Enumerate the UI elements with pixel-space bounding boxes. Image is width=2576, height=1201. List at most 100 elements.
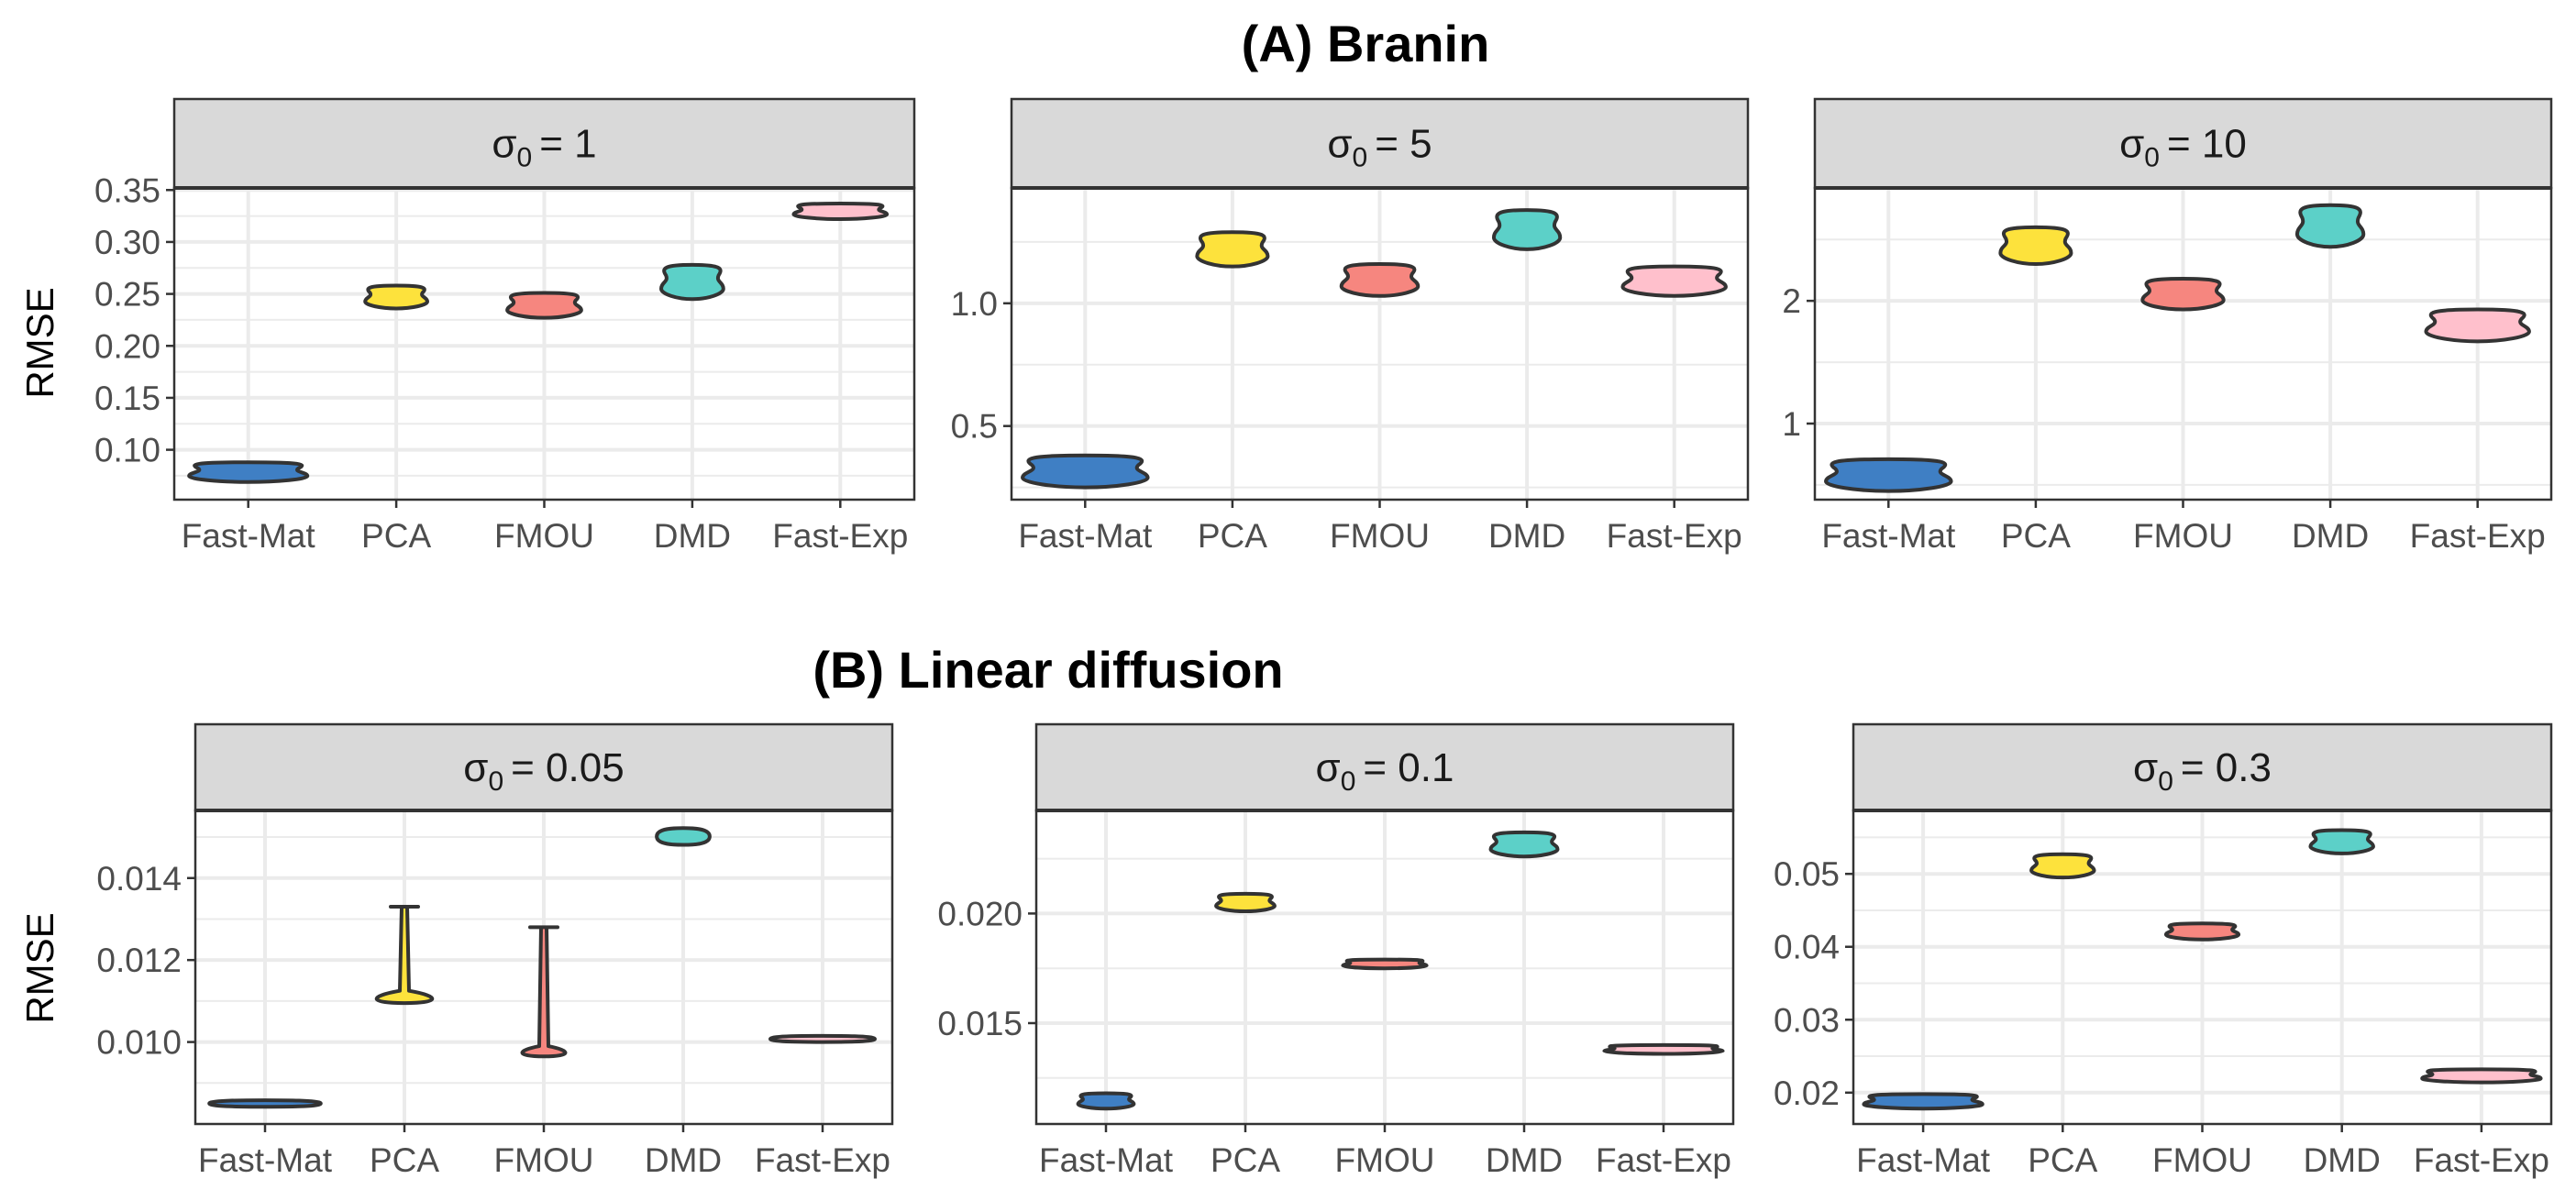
row-a-title: (A) Branin [1242,15,1490,72]
x-tick-label: FMOU [1335,1141,1435,1179]
facet-strip [1813,97,2553,190]
y-tick-label: 0.10 [94,432,160,469]
violin-fast-mat [207,1098,323,1109]
facet-subscript: 0 [1341,766,1356,797]
violin-pca [1195,230,1270,269]
violin-fmou [505,291,583,320]
facet-value: = 0.05 [511,745,625,790]
y-tick-label: 0.35 [94,171,160,209]
violin-dmd [659,262,725,302]
facet-subscript: 0 [488,766,503,797]
violin-dmd [2308,828,2375,855]
y-tick-label: 0.012 [96,942,182,979]
violin-dmd [655,826,712,847]
x-tick-label: Fast-Mat [1018,517,1153,555]
facet-value: = 0.1 [1363,745,1454,790]
x-tick-label: Fast-Mat [1821,517,1956,555]
facet-label: σ0= 0.1 [1316,745,1454,797]
x-tick-label: FMOU [2133,517,2233,555]
x-tick-label: DMD [654,517,731,555]
violin-pca [1998,225,2073,266]
facet-strip [172,97,916,190]
violin-fast-mat [187,460,310,484]
x-tick-label: PCA [1198,517,1267,555]
violin-fast-exp [768,1033,877,1044]
x-tick-label: FMOU [494,517,594,555]
facet-sigma: σ [1316,745,1341,790]
violin-fast-exp [2424,307,2531,344]
facet-subscript: 0 [2158,766,2173,797]
y-tick-label: 0.15 [94,380,160,417]
facet-sigma: σ [1327,122,1352,167]
violin-fast-exp [2420,1067,2543,1085]
x-tick-label: Fast-Exp [772,517,908,555]
facet-sigma: σ [2119,122,2144,167]
violin-fast-exp [1602,1042,1725,1056]
x-tick-label: DMD [1488,517,1565,555]
violin-fast-mat [1021,453,1150,490]
violin-pca [374,905,435,1006]
y-tick-label: 2 [1782,282,1801,320]
facet-sigma: σ [463,745,488,790]
violin-pca [363,283,429,311]
x-tick-label: Fast-Exp [1596,1141,1731,1179]
violin-dmd [2294,203,2366,249]
violin-fast-mat [1824,457,1953,493]
violin-fast-mat [1076,1091,1136,1111]
y-tick-label: 0.010 [96,1024,182,1062]
x-tick-label: Fast-Exp [2410,517,2546,555]
row-a-y-axis-title: RMSE [18,287,61,398]
violin-fmou [1339,261,1421,298]
violin-fmou [520,925,568,1059]
facet-subscript: 0 [517,143,533,173]
y-tick-label: 0.05 [1774,855,1840,893]
facet-strip [193,722,894,812]
facet-value: = 0.3 [2181,745,2272,790]
facet-value: = 1 [539,122,596,167]
facet-label: σ0= 1 [492,122,596,173]
x-tick-label: Fast-Mat [182,517,316,555]
y-tick-label: 0.014 [96,860,182,898]
violin-pca [2029,852,2096,880]
violin-fmou [2163,921,2241,942]
row-b-title: (B) Linear diffusion [813,641,1283,699]
facet-label: σ0= 5 [1327,122,1432,173]
x-tick-label: FMOU [2152,1141,2252,1179]
y-tick-label: 0.20 [94,327,160,365]
facet-label: σ0 = 0.05 [463,745,624,797]
y-tick-label: 0.30 [94,224,160,261]
violin-pca [1214,891,1277,914]
violin-fmou [2140,277,2226,312]
facet-value: = 10 [2167,122,2247,167]
facet-label: σ0= 0.3 [2133,745,2272,797]
facet-label: σ0= 10 [2119,122,2247,173]
x-tick-label: DMD [645,1141,722,1179]
y-tick-label: 0.25 [94,276,160,314]
x-tick-label: PCA [1211,1141,1280,1179]
y-tick-label: 0.5 [951,408,998,446]
violin-dmd [1491,208,1563,251]
x-tick-label: Fast-Exp [1607,517,1742,555]
x-tick-label: Fast-Exp [755,1141,890,1179]
y-tick-label: 0.015 [937,1005,1023,1042]
y-tick-label: 0.02 [1774,1074,1840,1112]
x-tick-label: FMOU [494,1141,594,1179]
facet-value: = 5 [1375,122,1432,167]
x-tick-label: DMD [2304,1141,2381,1179]
facet-subscript: 0 [2144,143,2160,173]
x-tick-label: DMD [1486,1141,1563,1179]
violin-fmou [1341,957,1429,971]
row-b-y-axis-title: RMSE [18,912,61,1023]
x-tick-label: FMOU [1330,517,1430,555]
facet-subscript: 0 [1353,143,1368,173]
facet-sigma: σ [492,122,516,167]
facet-strip [1852,722,2553,812]
